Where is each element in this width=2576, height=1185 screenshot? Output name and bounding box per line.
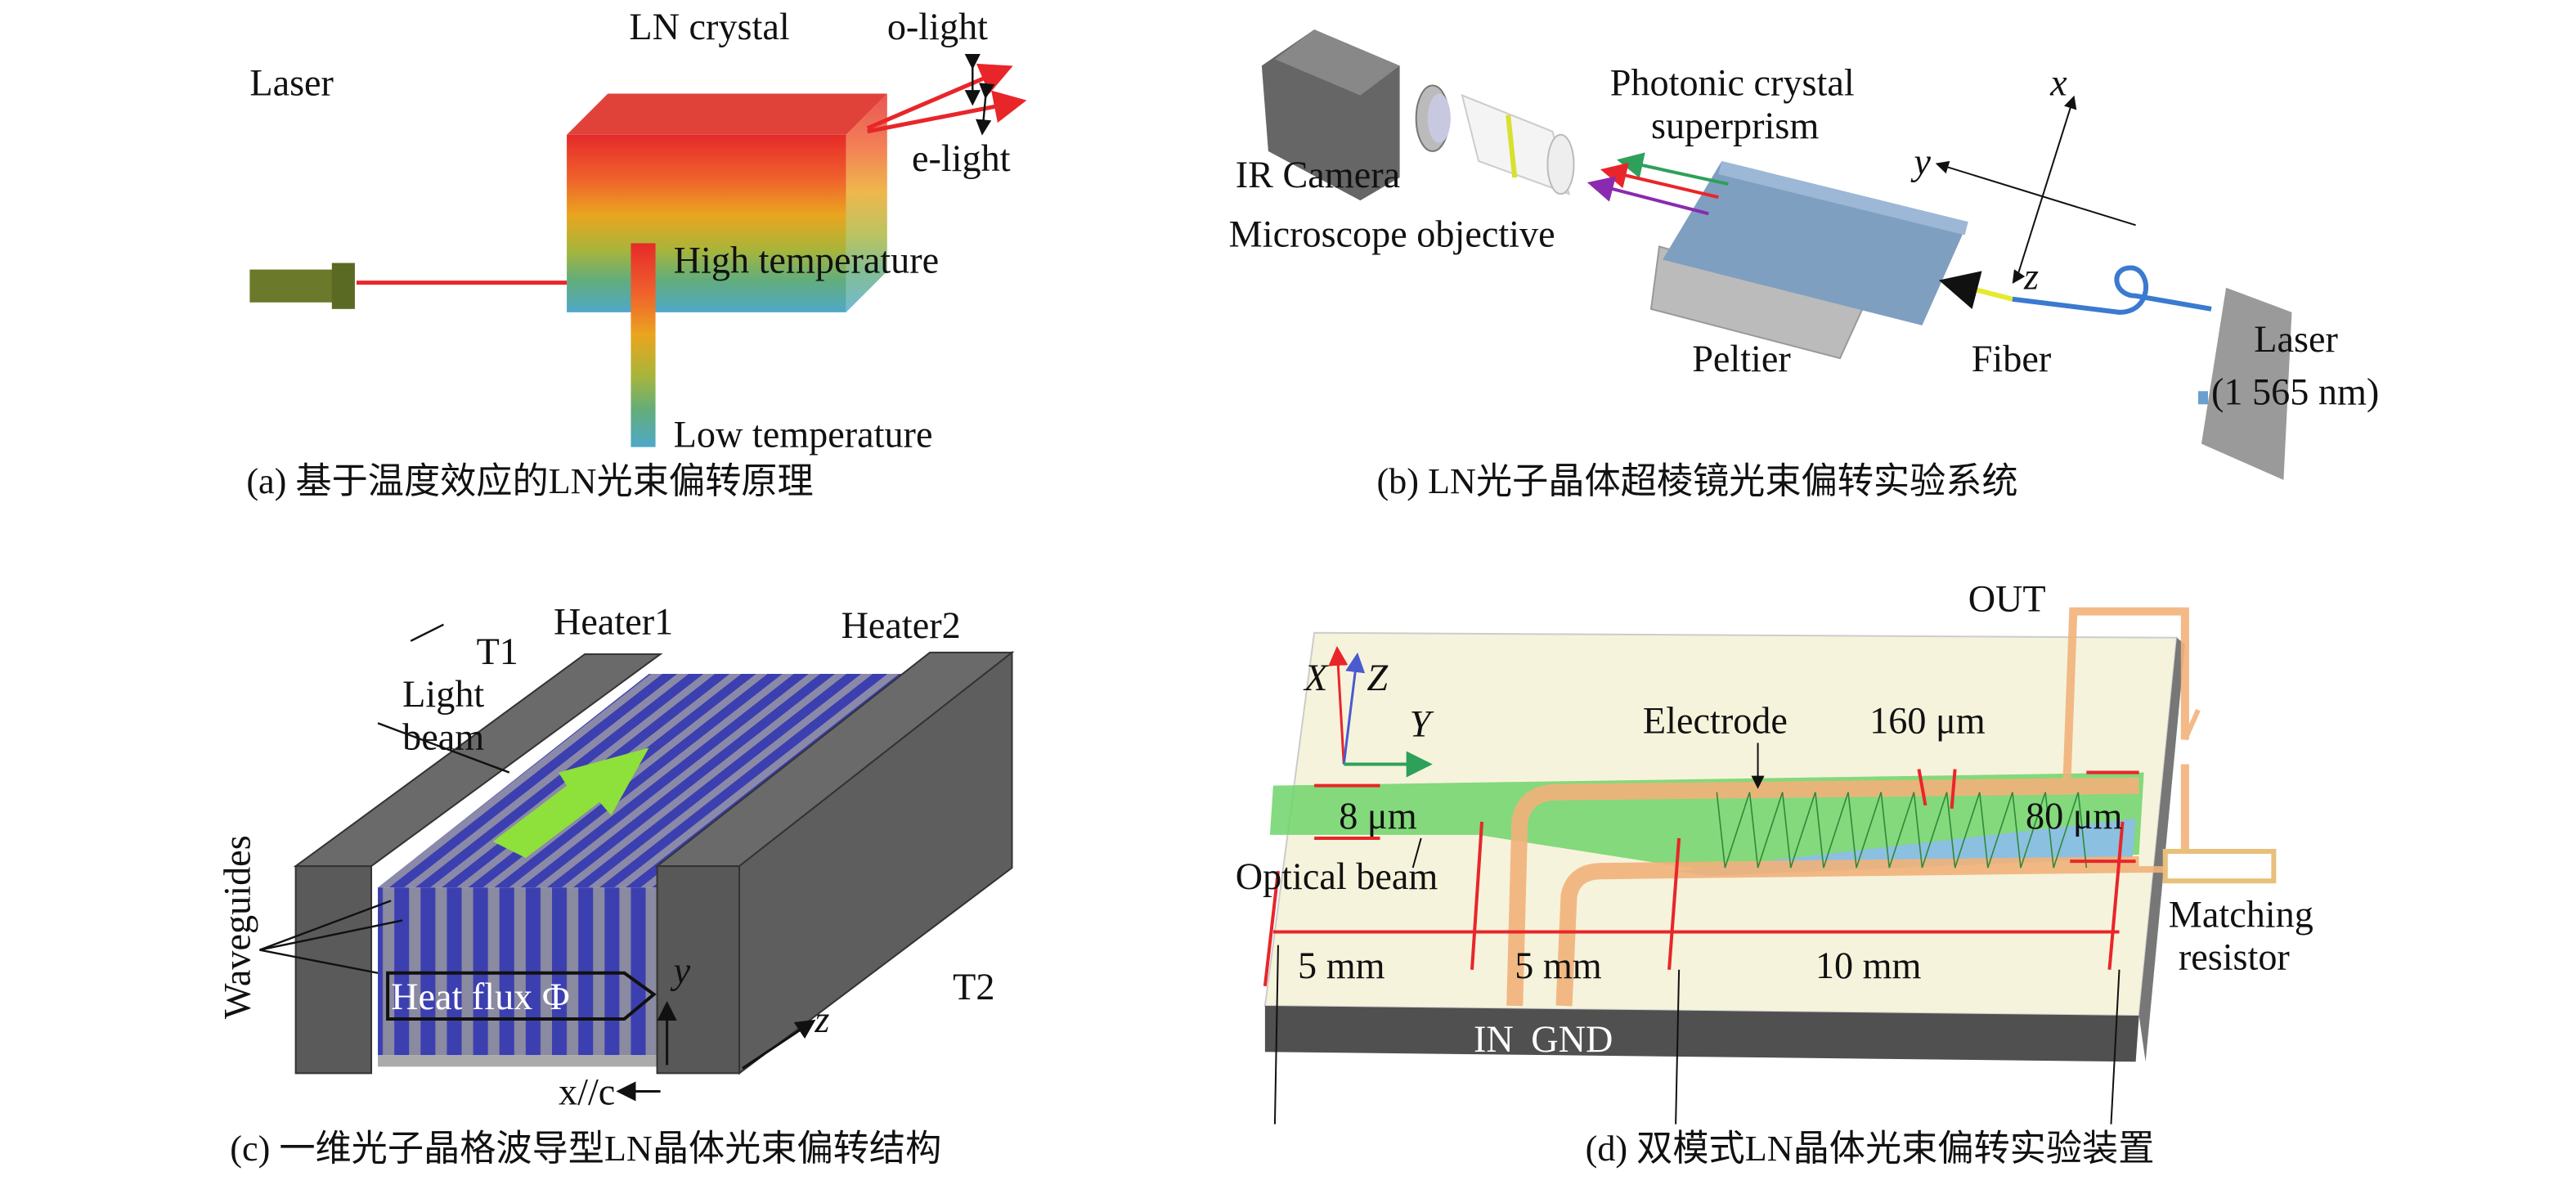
temperature-colorbar (631, 243, 656, 447)
e-light-label: e-light (912, 137, 1011, 179)
len-5mm-2: 5 mm (1515, 945, 1602, 986)
heat-flux-label: Heat flux Φ (391, 976, 569, 1017)
caption-b: (b) LN光子晶体超棱镜光束偏转实验系统 (1376, 461, 2017, 501)
in-label: IN (1474, 1018, 1514, 1060)
prism-label-line2: superprism (1651, 105, 1819, 146)
coordinate-axes (1328, 645, 1433, 778)
gnd-label: GND (1531, 1018, 1613, 1060)
t2-label: T2 (953, 966, 994, 1008)
matching-resistor (2162, 849, 2277, 884)
caption-d: (d) 双模式LN晶体光束偏转实验装置 (1586, 1129, 2155, 1169)
pointer-lines (1273, 743, 2120, 1124)
heater-2 (654, 650, 1015, 1075)
matching-label: Matching (2169, 893, 2313, 935)
axis-z-label: z (2023, 256, 2039, 298)
axes-xyz (1935, 95, 2136, 285)
laser-label: Laser (249, 62, 334, 104)
laser-wavelength-label: (1 565 nm) (2211, 370, 2379, 412)
ln-crystal (567, 93, 887, 312)
objective-label: Microscope objective (1229, 213, 1555, 254)
axis-z-label: Z (1367, 657, 1389, 698)
axis-z-label: z (814, 999, 829, 1040)
waveguides-pointers (258, 900, 403, 974)
t1-label: T1 (477, 631, 518, 672)
output-beam-purple (1586, 176, 1709, 216)
axis-x-label: X (1303, 657, 1329, 698)
light-beam-label-line1: Light (402, 673, 484, 715)
caption-a: (a) 基于温度效应的LN光束偏转原理 (246, 461, 813, 501)
heat-flux-arrow (386, 971, 657, 1021)
polarization-arrow-e (976, 83, 995, 136)
high-temperature-label: High temperature (674, 240, 940, 281)
axis-y-label: Y (1410, 702, 1434, 744)
heater2-label: Heater2 (841, 604, 961, 646)
panel-b: IR Camera Microscope objective Photonic … (1229, 29, 2379, 501)
axis-y-label: y (1910, 141, 1931, 182)
ln-crystal-label: LN crystal (629, 6, 789, 47)
laser-label: Laser (2254, 318, 2338, 360)
out-label: OUT (1968, 578, 2046, 620)
resistor-label: resistor (2179, 936, 2290, 978)
electrode-label: Electrode (1643, 699, 1788, 741)
panel-c: Heater1 Heater2 T1 T2 Light beam Wavegui… (216, 601, 1015, 1169)
light-beam-label-line2: beam (402, 716, 484, 757)
laser-pointer-icon (249, 263, 355, 309)
optical-beam-label: Optical beam (1236, 855, 1438, 897)
prism-label-line1: Photonic crystal (1610, 62, 1855, 104)
dimension-lines (1263, 769, 2139, 987)
t1-pointer (410, 623, 444, 642)
ir-camera-label: IR Camera (1236, 154, 1400, 195)
axis-y-label: y (671, 949, 691, 991)
o-light-label: o-light (887, 6, 988, 47)
o-light-ray (866, 63, 1013, 131)
peltier-label: Peltier (1692, 338, 1791, 379)
ir-camera-icon (1261, 29, 1451, 201)
len-5mm-1: 5 mm (1298, 945, 1385, 986)
output-beam-green (1616, 152, 1729, 186)
heater1-label: Heater1 (554, 601, 673, 643)
light-beam-pointer (377, 722, 510, 774)
dim-8um-label: 8 μm (1339, 795, 1416, 837)
microscope-objective-icon (1461, 93, 1575, 195)
optical-fiber (2012, 265, 2212, 315)
output-beam-red (1600, 162, 1719, 200)
light-beam-arrow (492, 747, 649, 859)
input-beam-yellow (1938, 271, 2013, 310)
dim-80um-label: 80 μm (2026, 795, 2123, 837)
axis-x-label: x//c (559, 1071, 615, 1113)
waveguides-label: Waveguides (216, 835, 258, 1019)
panel-a: Laser LN crystal o-light e-light High te… (246, 6, 1027, 501)
len-10mm: 10 mm (1815, 945, 1922, 986)
dim-160um-label: 160 μm (1869, 699, 1986, 741)
laser-source-box (2197, 287, 2292, 480)
electrode-teeth (1716, 792, 2088, 869)
axis-z-arrow (742, 1019, 816, 1070)
axis-x-label: x (2049, 62, 2067, 104)
photonic-crystal-superprism (1663, 160, 1968, 325)
fiber-label: Fiber (1972, 338, 2052, 379)
panel-d: OUT X Z Y Electrode 160 μm 8 μm 80 μm Op… (1236, 578, 2313, 1169)
low-temperature-label: Low temperature (674, 414, 933, 456)
caption-c: (c) 一维光子晶格波导型LN晶体光束偏转结构 (230, 1129, 941, 1169)
